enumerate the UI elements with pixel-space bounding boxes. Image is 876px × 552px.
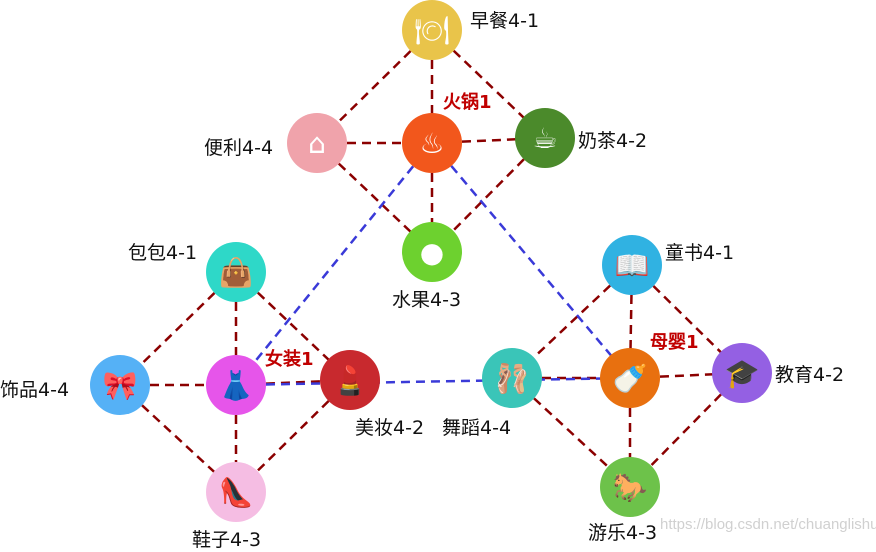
rocking-horse-icon: 🐎 — [613, 471, 648, 504]
book-icon: 📖 — [615, 249, 650, 282]
dancer-icon: 🩰 — [495, 361, 530, 395]
label-bag: 包包4-1 — [128, 242, 198, 264]
handbag-icon: 👜 — [219, 256, 254, 289]
graduation-cap-icon: 🎓 — [725, 357, 760, 390]
apple-icon: ● — [420, 236, 444, 269]
node-circle — [602, 235, 662, 295]
label-convenience: 便利4-4 — [204, 137, 274, 159]
label-makeup: 美妆4-2 — [355, 417, 425, 439]
node-circle — [206, 242, 266, 302]
label-play: 游乐4-3 — [588, 522, 658, 544]
node-baby: 🍼 — [600, 348, 660, 408]
node-circle — [402, 113, 462, 173]
hotpot-icon: ♨ — [419, 127, 444, 160]
edge-milktea-fruit — [431, 137, 546, 253]
node-circle — [712, 343, 772, 403]
node-convenience: ⌂ — [287, 113, 347, 173]
label-milktea: 奶茶4-2 — [578, 130, 648, 152]
lipstick-icon: 💄 — [333, 363, 368, 397]
label-hotpot: 火锅1 — [443, 92, 492, 113]
label-dance: 舞蹈4-4 — [442, 417, 512, 439]
edge-convenience-fruit — [316, 142, 433, 253]
edge-accessories-shoes — [119, 384, 237, 493]
cross-edge-hotpot-baby — [431, 142, 631, 379]
store-icon: ⌂ — [308, 127, 326, 160]
label-baby: 母婴1 — [650, 332, 699, 353]
bow-icon: 🎀 — [103, 369, 138, 402]
label-breakfast: 早餐4-1 — [470, 10, 540, 32]
node-circle — [402, 0, 462, 60]
node-makeup: 💄 — [320, 350, 380, 410]
node-circle — [402, 222, 462, 282]
node-shoes: 👠 — [206, 462, 266, 522]
node-circle — [600, 457, 660, 517]
cross-edge-dress-baby — [235, 376, 631, 387]
edge-education-play — [629, 372, 743, 488]
node-book: 📖 — [602, 235, 662, 295]
edge-bag-accessories — [119, 271, 237, 386]
node-hotpot: ♨ — [402, 113, 462, 173]
node-circle — [90, 355, 150, 415]
node-accessories: 🎀 — [90, 355, 150, 415]
node-fruit: ● — [402, 222, 462, 282]
label-book: 童书4-1 — [665, 242, 735, 264]
node-dance: 🩰 — [482, 348, 542, 408]
node-milktea: ☕ — [515, 108, 575, 168]
cloche-icon: 🍽 — [414, 14, 450, 47]
edge-breakfast-milktea — [431, 29, 546, 139]
node-circle — [206, 462, 266, 522]
label-accessories: 饰品4-4 — [0, 379, 70, 401]
node-bag: 👜 — [206, 242, 266, 302]
watermark: https://blog.csdn.net/chuanglishu — [660, 516, 876, 533]
node-dress: 👗 — [206, 355, 266, 415]
label-education: 教育4-2 — [775, 364, 845, 386]
baby-bottle-icon: 🍼 — [613, 362, 648, 395]
edge-dance-play — [511, 377, 631, 488]
node-circle — [320, 350, 380, 410]
edge-breakfast-convenience — [316, 29, 433, 144]
node-circle — [482, 348, 542, 408]
node-play: 🐎 — [600, 457, 660, 517]
dress-icon: 👗 — [219, 369, 254, 402]
drink-cup-icon: ☕ — [532, 122, 557, 155]
label-dress: 女装1 — [265, 349, 314, 370]
node-circle — [206, 355, 266, 415]
node-circle — [600, 348, 660, 408]
high-heel-icon: 👠 — [219, 475, 254, 509]
node-circle — [515, 108, 575, 168]
node-circle — [287, 113, 347, 173]
edge-bag-makeup — [235, 271, 351, 381]
cross-edge-hotpot-dress — [235, 142, 433, 386]
node-breakfast: 🍽 — [402, 0, 462, 60]
label-shoes: 鞋子4-3 — [192, 529, 262, 551]
label-fruit: 水果4-3 — [392, 289, 462, 311]
node-education: 🎓 — [712, 343, 772, 403]
edge-makeup-shoes — [235, 379, 351, 493]
